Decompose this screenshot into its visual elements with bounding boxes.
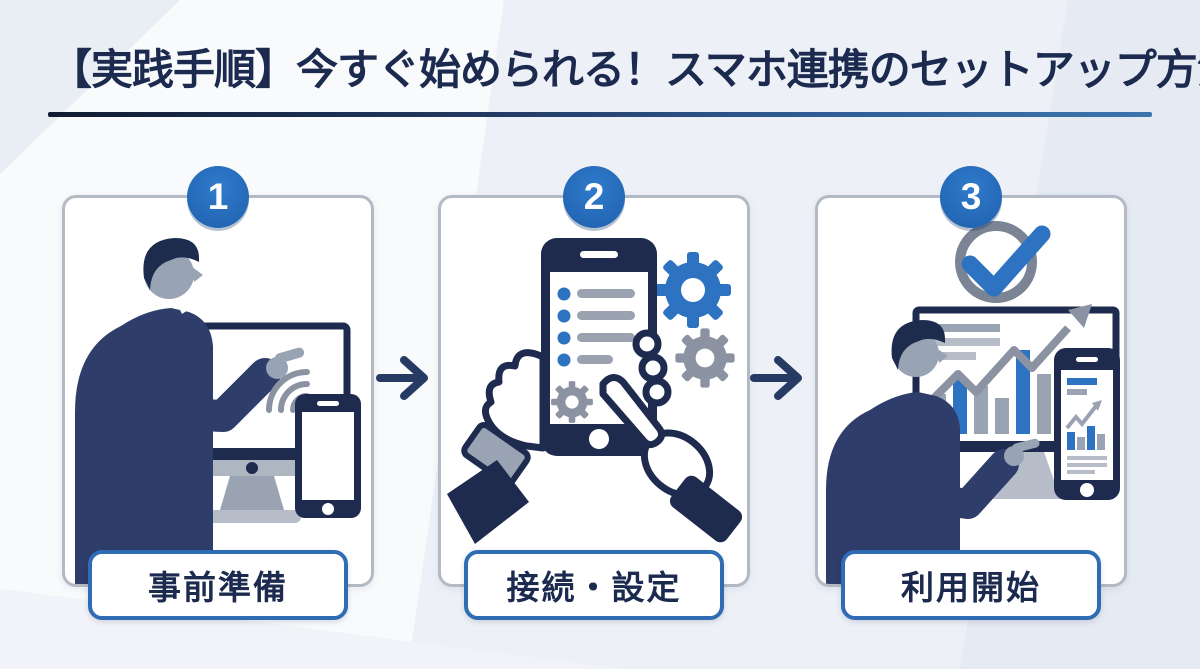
step-label-box: 接続・設定 — [464, 550, 724, 620]
trend-arrow-icon — [925, 304, 1092, 407]
pointing-hand-icon — [1004, 438, 1040, 466]
gear-icon — [655, 252, 731, 328]
step3-illustration — [826, 221, 1120, 584]
step-label: 利用開始 — [901, 569, 1041, 606]
pointing-hand-icon — [266, 347, 305, 379]
step-card-3: 3 利用開始 — [815, 166, 1127, 620]
page-title: 【実践手順】今すぐ始められる！スマホ連携のセットアップ方法 — [50, 46, 1200, 93]
step-number: 1 — [207, 176, 229, 217]
step2-illustration — [447, 238, 743, 544]
step-card-1: 1 事前準備 — [62, 166, 374, 620]
checklist-icon — [557, 287, 635, 367]
step-label-box: 利用開始 — [841, 550, 1101, 620]
step-number: 2 — [583, 176, 605, 217]
step-label: 接続・設定 — [506, 569, 682, 606]
right-arrow-icon — [374, 352, 438, 404]
title-divider — [48, 112, 1152, 117]
step-label-box: 事前準備 — [88, 550, 348, 620]
person-illustration — [75, 238, 305, 584]
step-card-2: 2 接続・設定 — [438, 166, 750, 620]
holding-hand-icon — [447, 349, 547, 544]
step-number-badge: 3 — [940, 166, 1002, 228]
step-number: 3 — [960, 176, 982, 217]
checkmark-icon — [955, 221, 1051, 303]
step-label: 事前準備 — [148, 569, 288, 606]
smartphone-icon — [295, 394, 361, 518]
step-number-badge: 2 — [563, 166, 625, 228]
step-number-badge: 1 — [187, 166, 249, 228]
tapping-hand-icon — [599, 329, 743, 543]
step1-illustration — [75, 238, 361, 584]
gear-icon — [675, 328, 735, 388]
gear-icon — [551, 381, 593, 423]
right-arrow-icon — [748, 352, 812, 404]
smartphone-chart-icon — [1054, 348, 1120, 500]
person-illustration — [826, 320, 1040, 584]
